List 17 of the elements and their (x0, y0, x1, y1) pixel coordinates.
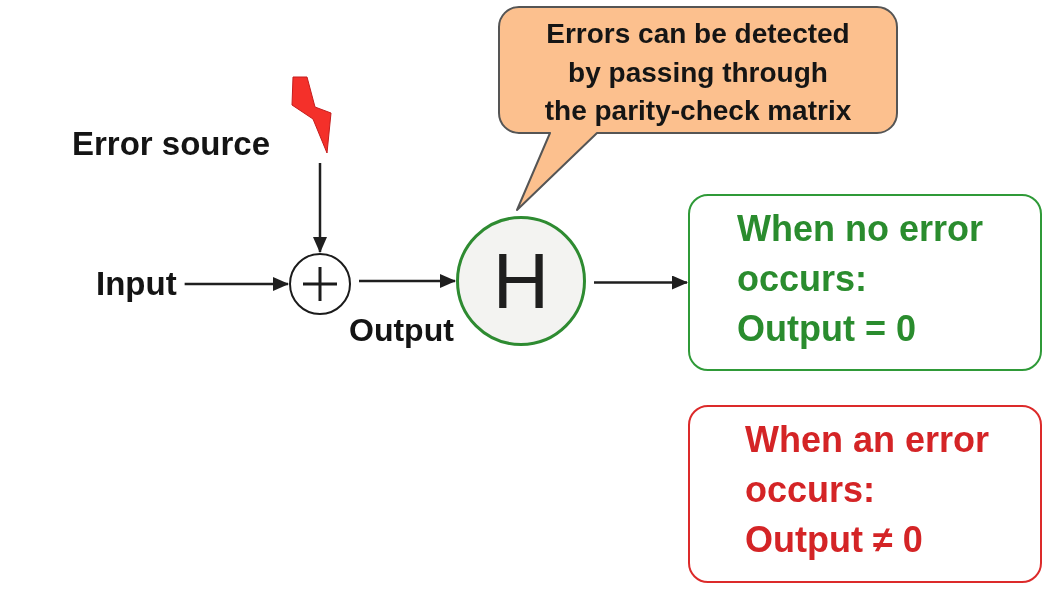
result-panel (688, 405, 1042, 583)
input-label: Input (96, 264, 177, 304)
result-text: Output = 0 (737, 307, 916, 351)
condition-text: When no error occurs: (737, 207, 984, 301)
lightning-bolt-icon (290, 75, 332, 155)
edge-label: Output (349, 311, 454, 350)
arrow (594, 275, 688, 290)
result-text: Output ≠ 0 (745, 518, 923, 562)
speech-bubble (498, 6, 898, 212)
result-panel (688, 194, 1042, 371)
source-label: Error source (72, 124, 271, 164)
matrix-letter: H (492, 242, 550, 320)
arrow (359, 274, 456, 288)
arrow (313, 163, 327, 253)
condition-text: When an error occurs: (745, 418, 991, 512)
callout-text: Errors can be detected by passing through the parity-check matrix (544, 17, 852, 128)
arrow (184, 277, 289, 291)
